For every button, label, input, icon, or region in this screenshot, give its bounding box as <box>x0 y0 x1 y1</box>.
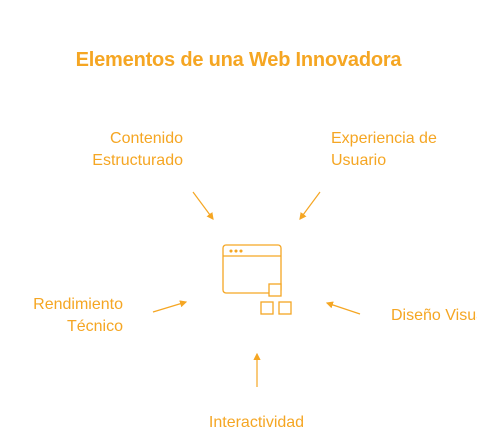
arrow-rendimiento <box>152 300 188 313</box>
grid-square <box>278 301 292 315</box>
node-label-line: Contenido <box>110 130 183 147</box>
web-layout-icon <box>222 244 292 315</box>
node-label-line: Usuario <box>331 152 387 169</box>
node-label-line: Rendimiento <box>33 296 123 313</box>
node-label-line: Estructurado <box>92 152 183 169</box>
node-label-line: Interactividad <box>208 414 305 431</box>
arrow-experiencia <box>299 191 321 220</box>
node-rendimiento-tecnico: Rendimiento Técnico <box>10 294 123 338</box>
node-interactividad: Interactividad <box>178 412 335 434</box>
grid-square <box>260 301 274 315</box>
node-diseno-visual: Diseño Visual <box>391 305 477 327</box>
browser-dot <box>234 249 238 253</box>
browser-window-frame <box>222 244 282 294</box>
node-label-line: Diseño Visual <box>391 307 477 324</box>
diagram-title: Elementos de una Web Innovadora <box>75 49 402 71</box>
grid-square <box>268 283 282 297</box>
arrow-contenido <box>192 191 214 220</box>
node-contenido-estructurado: Contenido Estructurado <box>62 128 183 172</box>
browser-dot <box>239 249 243 253</box>
node-experiencia-de-usuario: Experiencia de Usuario <box>331 128 437 172</box>
browser-dot <box>229 249 233 253</box>
arrow-diseno <box>325 301 361 315</box>
node-label-line: Técnico <box>66 318 123 335</box>
node-label-line: Experiencia de <box>331 130 437 147</box>
